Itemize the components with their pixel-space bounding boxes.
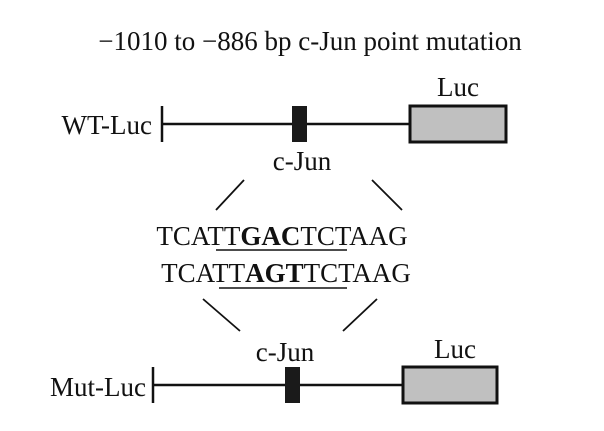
wt-left-connector (215, 179, 245, 211)
wt-seq-core: GAC (240, 221, 300, 251)
wt-construct-label: WT-Luc (62, 110, 152, 140)
mut-seq-prefix: TCATT (161, 258, 246, 288)
mut-seq-core: AGT (245, 258, 304, 288)
wt-seq-suffix: TCTAAG (300, 221, 407, 251)
mut-luc-label: Luc (434, 334, 476, 364)
mut-sequence: TCATTAGTTCTAAG (161, 258, 411, 288)
wt-sequence: TCATTGACTCTAAG (156, 221, 407, 251)
wt-seq-prefix: TCATT (156, 221, 241, 251)
mut-cjun-site (285, 367, 300, 403)
mut-left-connector (202, 298, 241, 332)
figure-title: −1010 to −886 bp c-Jun point mutation (98, 26, 522, 56)
mut-cjun-label: c-Jun (256, 337, 315, 367)
mut-construct-label: Mut-Luc (50, 372, 146, 402)
wt-cjun-site (292, 106, 307, 142)
wt-luc-label: Luc (437, 72, 479, 102)
mut-construct: c-Jun Luc Mut-Luc (50, 334, 499, 405)
wt-right-connector (371, 179, 403, 211)
mut-right-connector (342, 298, 378, 332)
wt-luc-reporter (408, 104, 508, 144)
wt-cjun-label: c-Jun (273, 146, 332, 176)
mut-luc-reporter (401, 365, 499, 405)
mut-seq-suffix: TCTAAG (304, 258, 411, 288)
wt-construct: WT-Luc c-Jun Luc (62, 72, 508, 176)
